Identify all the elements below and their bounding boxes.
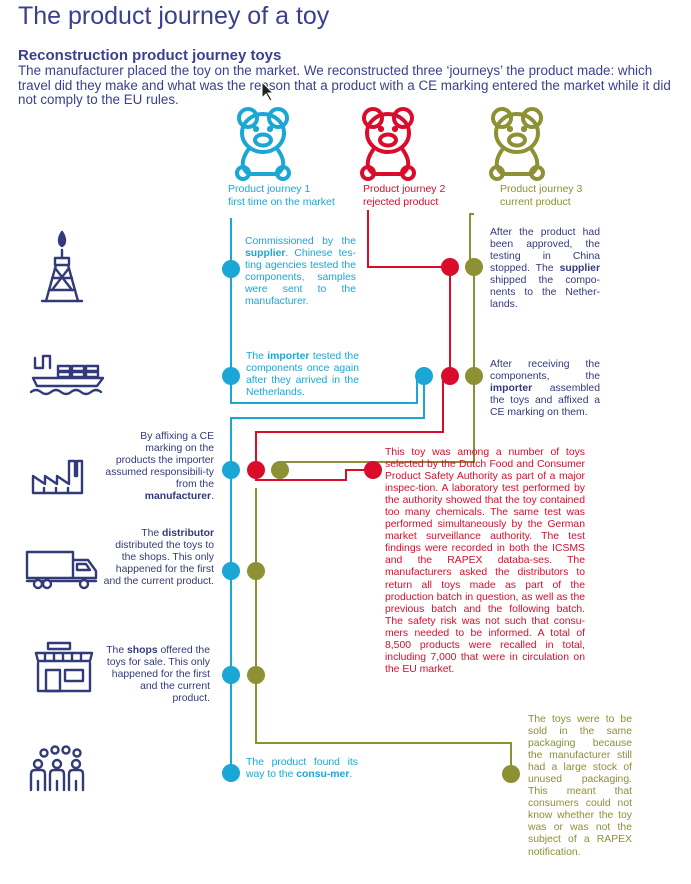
teddy-bear-icon-journey-2 xyxy=(360,107,416,181)
journey-3-packaging-note: The toys were to be sold in the same pac… xyxy=(528,714,632,858)
journey-3-label: Product journey 3 current product xyxy=(500,183,610,208)
intro-paragraph: The manufacturer placed the toy on the m… xyxy=(18,63,671,107)
consumer-note: The product found its way to the consu-m… xyxy=(246,757,358,781)
people-icon xyxy=(29,745,85,792)
journey-2-title: Product journey 2 xyxy=(363,183,446,195)
oil-rig-icon xyxy=(40,230,84,303)
journey-3-supplier-note: After the product had been approved, the… xyxy=(490,227,600,311)
journey-2-label: Product journey 2 rejected product xyxy=(363,183,473,208)
journey-1-label: Product journey 1 first time on the mark… xyxy=(228,183,358,208)
journey-2-subtitle: rejected product xyxy=(363,195,439,208)
mouse-cursor-icon xyxy=(261,80,275,102)
shop-icon xyxy=(34,641,94,693)
teddy-bear-icon-journey-3 xyxy=(489,107,545,181)
journey-1-title: Product journey 1 xyxy=(228,183,311,195)
journey-3-importer-note: After receiving the components, the impo… xyxy=(490,359,600,419)
journey-1-supplier-note: Commissioned by the supplier. Chinese te… xyxy=(245,236,356,308)
journey-1-path xyxy=(230,218,425,773)
teddy-bear-icon-journey-1 xyxy=(235,107,291,181)
cargo-ship-icon xyxy=(29,354,105,396)
manufacturer-note: By affixing a CE marking on the products… xyxy=(105,431,214,503)
journey-3-subtitle: current product xyxy=(500,195,571,208)
journey-1-importer-note: The importer tested the components once … xyxy=(246,351,359,399)
shops-note: The shops offered the toys for sale. Thi… xyxy=(106,645,210,705)
distributor-note: The distributor distributed the toys to … xyxy=(103,528,214,588)
subtitle: Reconstruction product journey toys xyxy=(18,47,282,64)
truck-icon xyxy=(25,550,98,590)
journey-3-dots xyxy=(247,258,520,783)
journey-3-title: Product journey 3 xyxy=(500,183,583,195)
journey-2-dots xyxy=(247,258,459,479)
journey-1-subtitle: first time on the market xyxy=(228,195,335,208)
factory-icon xyxy=(31,459,84,495)
journey-2-rejection-note: This toy was among a number of toys sele… xyxy=(385,447,585,675)
journey-3-path xyxy=(255,213,512,774)
journey-1-dots xyxy=(222,260,433,782)
page-title: The product journey of a toy xyxy=(18,2,330,30)
